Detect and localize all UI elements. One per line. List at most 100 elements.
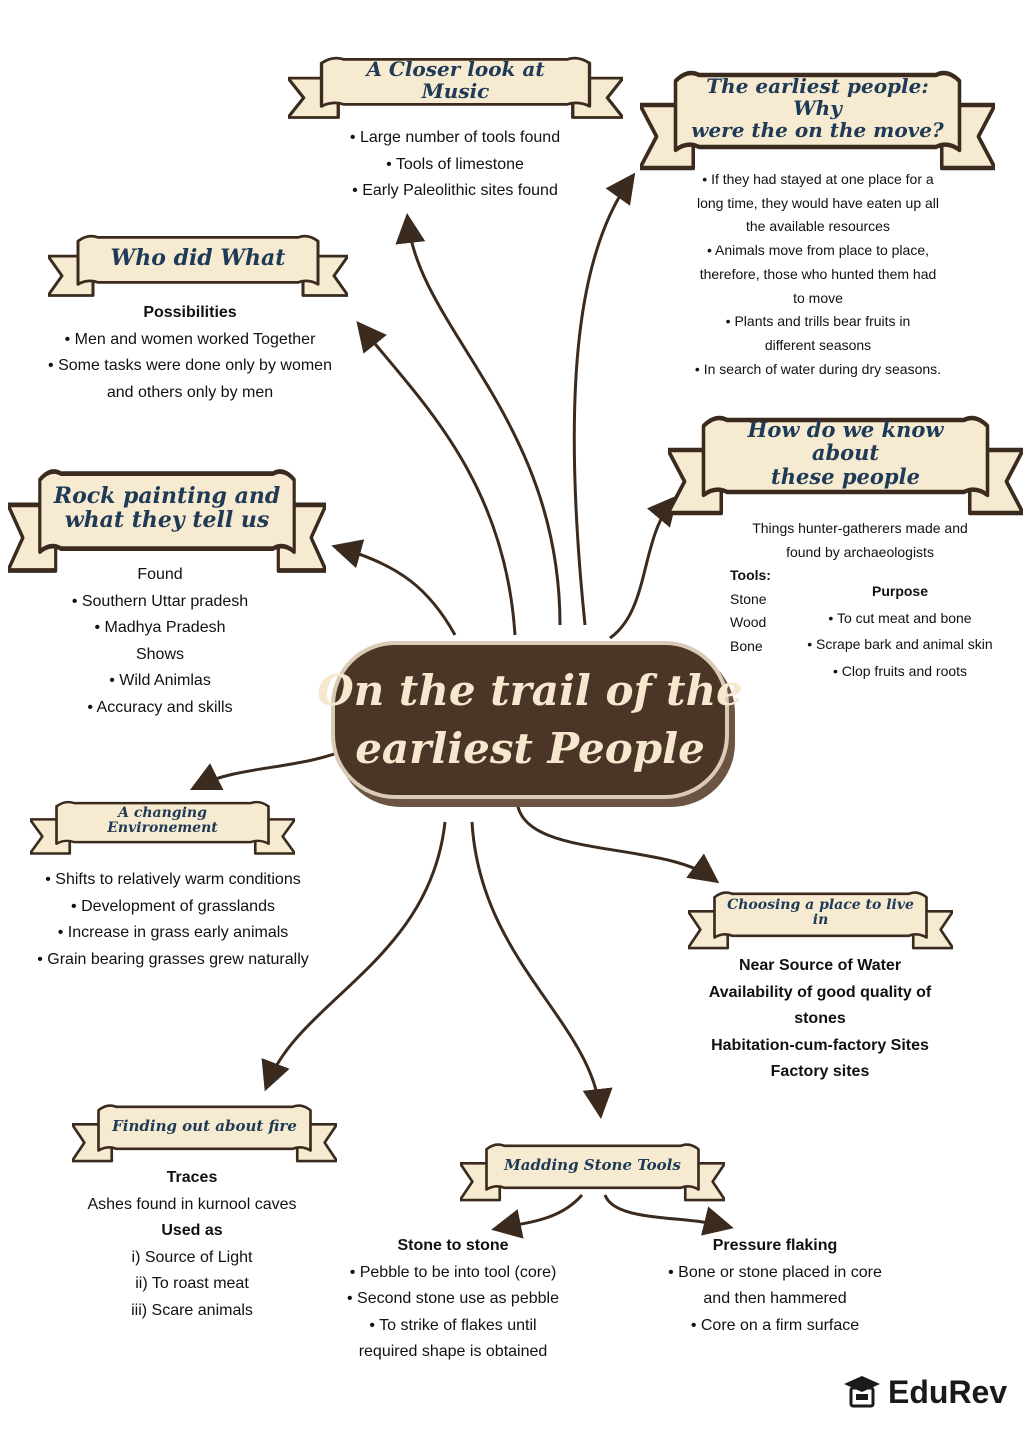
text-line: Stone <box>730 590 767 607</box>
text-line: • Animals move from place to place, <box>707 242 929 259</box>
text-line: Wood <box>730 614 767 631</box>
block-who: Possibilities • Men and women worked Tog… <box>30 300 350 406</box>
block-place: Near Source of Water Availability of goo… <box>680 953 960 1086</box>
ribbon-shape <box>460 1143 725 1202</box>
banner-stone-tools: Madding Stone Tools <box>460 1137 725 1207</box>
arrow-environment <box>189 746 351 791</box>
block-environment: • Shifts to relatively warm conditions •… <box>18 867 328 973</box>
subheading: Pressure flaking <box>712 1237 838 1254</box>
used-label: Used as <box>161 1222 223 1239</box>
banner-fire: Finding out about fire <box>72 1098 337 1168</box>
heading-who: Who did What <box>110 244 286 271</box>
title-line-2: earliest People <box>355 724 705 773</box>
text-line: • If they had stayed at one place for a <box>702 171 934 187</box>
text-line: Shows <box>135 645 185 663</box>
text-line: • Plants and trills bear fruits in <box>725 313 911 330</box>
heading-know-2: these people <box>771 463 920 489</box>
text-line: different seasons <box>764 336 872 353</box>
ribbon-shape <box>72 1104 337 1163</box>
text-line: stones <box>794 1010 846 1027</box>
text-line: • Tools of limestone <box>386 155 524 173</box>
edurev-logo: EduRev <box>842 1372 1007 1412</box>
purpose-label: Purpose <box>871 583 928 599</box>
text-line: and then hammered <box>703 1290 847 1307</box>
text-line: • Scrape bark and animal skin <box>807 636 993 652</box>
arrow-place <box>515 799 720 884</box>
text-line: • Clop fruits and roots <box>832 662 968 679</box>
tools-label: Tools: <box>730 567 771 583</box>
ribbon-shape <box>288 56 623 119</box>
block-pressure: Pressure flaking • Bone or stone placed … <box>650 1233 900 1339</box>
heading-rock-2: what they tell us <box>64 507 270 533</box>
graduation-cap-icon <box>844 1376 880 1408</box>
heading-music: A Closer look at Music <box>366 57 545 103</box>
traces-label: Traces <box>166 1169 218 1186</box>
text-line: long time, they would have eaten up all <box>696 194 940 211</box>
block-know-intro: Things hunter-gatherers made and found b… <box>710 517 1010 564</box>
text-line: • Large number of tools found <box>349 129 561 146</box>
text-line: • Core on a firm surface <box>690 1316 860 1334</box>
arrow-stone-to-stone <box>491 1194 584 1239</box>
text-line: • To strike of flakes until <box>369 1316 537 1334</box>
text-line: • Shifts to relatively warm conditions <box>45 871 301 888</box>
arrow-music <box>395 213 562 626</box>
block-fire: Traces Ashes found in kurnool caves Used… <box>62 1165 322 1324</box>
block-rock: Found • Southern Uttar pradesh • Madhya … <box>40 562 280 721</box>
text-line: • In search of water during dry seasons. <box>694 360 942 377</box>
text-line: Near Source of Water <box>738 957 902 974</box>
text-line: • Men and women worked Together <box>64 330 316 348</box>
ribbon-shape <box>688 891 953 950</box>
text-line: • Grain bearing grasses grew naturally <box>37 950 309 968</box>
text-line: • Early Paleolithic sites found <box>352 182 558 199</box>
text-line: • Wild Animlas <box>109 672 211 689</box>
text-line: Availability of good quality of <box>708 983 932 1001</box>
banner-music: A Closer look at Music <box>288 50 623 125</box>
text-line: and others only by men <box>106 383 274 401</box>
heading-fire: Finding out about fire <box>112 1116 297 1135</box>
heading-know-1: How do we know about <box>747 417 944 466</box>
subheading: Stone to stone <box>397 1237 509 1254</box>
text-line: Found <box>137 566 183 583</box>
arrow-fire <box>261 821 447 1092</box>
text-line: therefore, those who hunted them had <box>699 265 937 282</box>
text-line: • Some tasks were done only by women <box>48 357 332 374</box>
text-line: Ashes found in kurnool caves <box>87 1195 297 1213</box>
heading-stone-tools: Madding Stone Tools <box>504 1155 681 1174</box>
text-line: required shape is obtained <box>358 1343 548 1360</box>
logo-text: EduRev <box>888 1373 1008 1410</box>
block-know-tools: Tools: Stone Wood Bone <box>730 564 771 659</box>
arrow-who <box>356 320 517 636</box>
arrow-move <box>572 172 636 626</box>
text-line: i) Source of Light <box>131 1248 253 1266</box>
block-move: • If they had stayed at one place for a … <box>668 168 968 381</box>
text-line: the available resources <box>746 218 890 235</box>
ribbon-shape <box>8 469 326 573</box>
text-line: • Bone or stone placed in core <box>668 1263 882 1281</box>
subheading: Possibilities <box>143 304 237 321</box>
text-line: • Accuracy and skills <box>87 698 233 716</box>
banner-place: Choosing a place to live in <box>688 885 953 955</box>
text-line: to move <box>793 289 843 306</box>
central-title: On the trail of the earliest People <box>317 645 743 795</box>
text-line: • Southern Uttar pradesh <box>71 592 249 610</box>
text-line: • Pebble to be into tool (core) <box>349 1263 557 1281</box>
arrow-stone-tools <box>470 821 613 1119</box>
heading-environment: A changing Environement <box>107 804 218 836</box>
text-line: • Development of grasslands <box>71 897 275 915</box>
ribbon-shape <box>640 70 995 171</box>
text-line: iii) Scare animals <box>131 1301 253 1319</box>
text-line: • Madhya Pradesh <box>94 619 226 636</box>
banner-who: Who did What <box>48 228 348 303</box>
banner-environment: A changing Environement <box>30 795 295 860</box>
ribbon-shape <box>48 234 348 297</box>
text-line: • To cut meat and bone <box>828 609 972 626</box>
heading-rock-1: Rock painting and <box>53 482 281 509</box>
title-line-1: On the trail of the <box>317 666 743 715</box>
block-stone-to-stone: Stone to stone • Pebble to be into tool … <box>328 1233 578 1366</box>
text-line: Things hunter-gatherers made and <box>752 520 968 536</box>
